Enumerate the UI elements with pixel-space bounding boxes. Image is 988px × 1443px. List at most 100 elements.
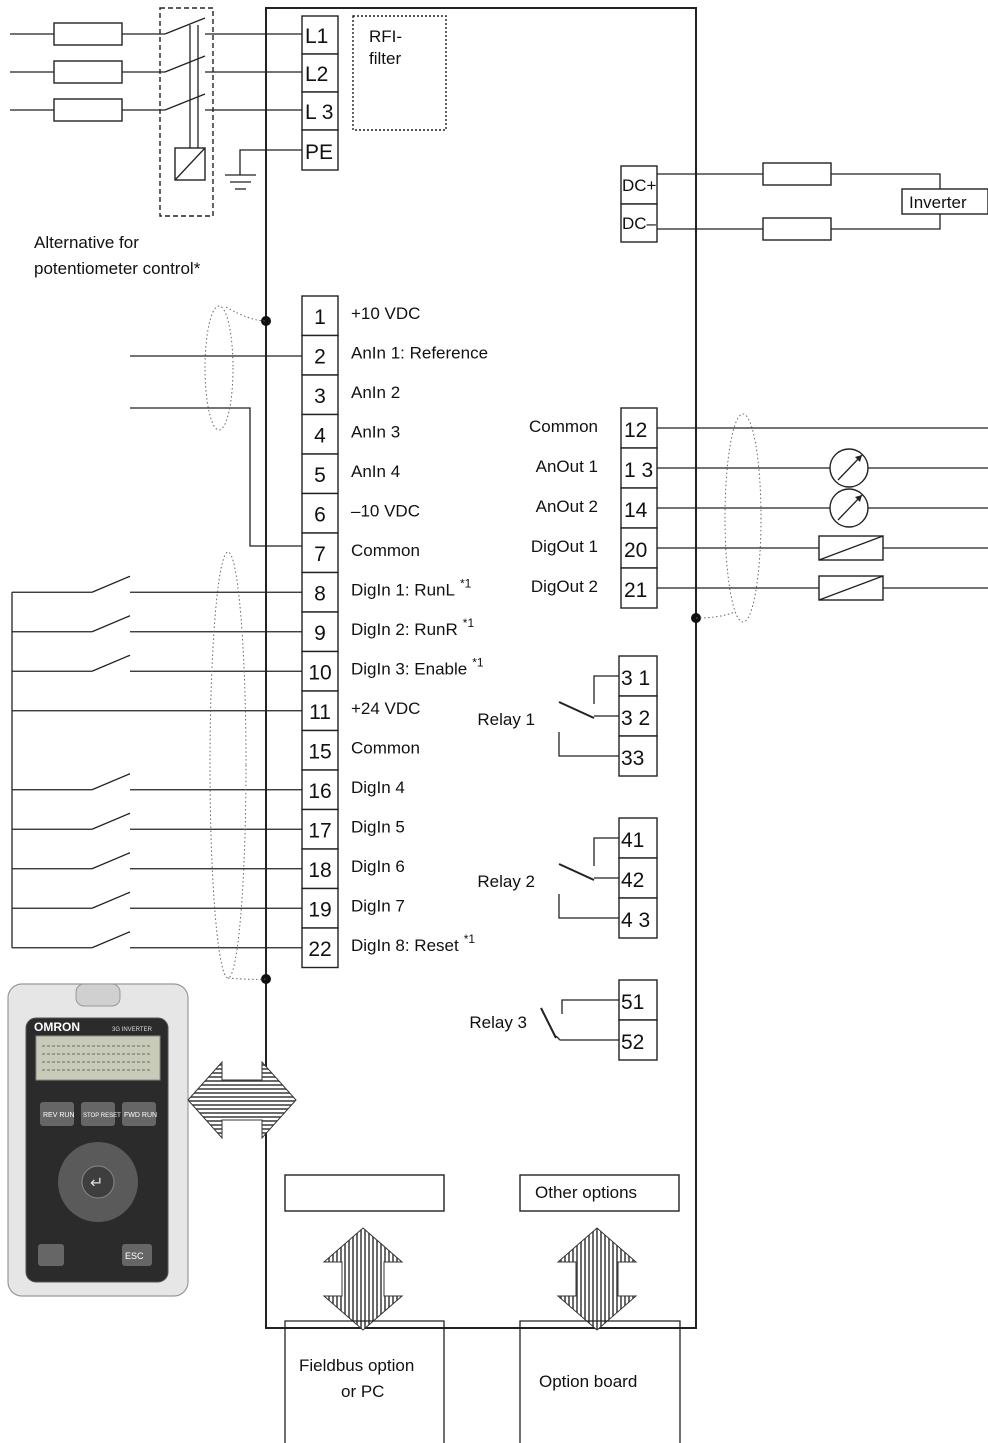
mains-supply [10,7,302,217]
terminal-pe: PE [305,141,333,164]
relay-label: Relay 3 [469,1013,527,1032]
terminal-label: AnIn 1: Reference [351,344,488,363]
relay-terminal: 52 [621,1031,644,1054]
keypad-esc: ESC [125,1251,144,1261]
terminal-label: AnIn 4 [351,462,400,481]
terminal-label: DigIn 7 [351,897,405,916]
terminal-label: DigIn 2: RunR*1 [351,616,474,639]
fieldbus-label-2: or PC [341,1382,384,1401]
terminal-label: AnOut 1 [536,457,598,476]
terminal-label: DigIn 4 [351,778,405,797]
svg-text:↵: ↵ [90,1175,103,1192]
terminal-number: 9 [314,622,326,645]
rfi-filter-label-2: filter [369,49,401,68]
terminal-label: Common [351,739,420,758]
terminal-number: 1 3 [624,459,653,482]
fieldbus-link-arrow [322,1227,404,1331]
relay-terminal: 3 2 [621,707,650,730]
terminal-dc-minus: DC– [622,214,657,233]
terminal-number: 3 [314,385,326,408]
terminal-number: 18 [308,859,331,882]
rfi-filter: RFI- filter [352,15,447,131]
terminal-21: 21 DigOut 2 [531,567,658,609]
digital-input-wiring [11,575,302,949]
switch-contact [91,773,131,791]
relay-label: Relay 2 [477,872,535,891]
relay-terminal: 4 3 [621,909,650,932]
fieldbus-label-1: Fieldbus option [299,1356,414,1375]
potentiometer-note-1: Alternative for [34,233,139,252]
inverter-label: Inverter [909,193,967,212]
potentiometer-note-2: potentiometer control* [34,259,201,278]
terminal-17: 17 DigIn 5 [301,808,405,850]
terminal-number: 6 [314,504,326,527]
terminal-2: 2 AnIn 1: Reference [301,334,488,376]
terminal-label: AnIn 2 [351,383,400,402]
digital-input-shield [209,551,247,979]
terminal-11: 11+24 VDC [301,690,420,732]
terminal-l3: L 3 [305,101,333,124]
option-board-link-arrow [556,1227,638,1331]
fieldbus-option-box [284,1320,445,1443]
switch-contact [91,812,131,830]
switch-contact [91,654,131,672]
terminal-label: DigOut 2 [531,577,598,596]
relay-terminal: 42 [621,869,644,892]
relay-terminal: 41 [621,829,644,852]
option-board-box [519,1320,681,1443]
switch-contact [91,575,131,593]
terminal-label: DigIn 3: Enable*1 [351,656,484,679]
terminal-number: 21 [624,579,647,602]
keypad-link-arrow [187,1060,297,1140]
terminal-number: 5 [314,464,326,487]
analog-output-wiring [657,413,988,623]
terminal-label: +24 VDC [351,699,420,718]
terminal-label: DigIn 8: Reset*1 [351,932,475,955]
other-options-slot [519,1174,680,1212]
terminal-label: Common [351,541,420,560]
supply-terminal-block: L1 L2 L 3 PE [301,15,339,171]
other-options-label: Other options [535,1183,637,1202]
terminal-13: 1 3 AnOut 1 [536,447,658,489]
terminal-number: 2 [314,346,326,369]
switch-contact [91,615,131,633]
keypad-stop-reset: STOP RESET [83,1113,121,1119]
terminal-l1: L1 [305,25,328,48]
fieldbus-slot [284,1174,445,1212]
terminal-number: 17 [308,820,331,843]
terminal-number: 16 [308,780,331,803]
switch-contact [91,852,131,870]
relay-3: 51 52 Relay 3 [469,979,658,1061]
relay-terminal: 3 1 [621,667,650,690]
keypad-rev-run: REV RUN [43,1112,75,1119]
terminal-9: 9 DigIn 2: RunR*1 [301,611,474,653]
keypad-model: 3G INVERTER [112,1027,153,1033]
terminal-l2: L2 [305,63,328,86]
rfi-filter-label-1: RFI- [369,27,402,46]
terminal-6: 6–10 VDC [301,492,420,534]
option-board-label: Option board [539,1372,637,1391]
terminal-18: 18 DigIn 6 [301,848,405,890]
terminal-label: Common [529,417,598,436]
terminal-label: DigIn 5 [351,818,405,837]
terminal-label: AnOut 2 [536,497,598,516]
terminal-3: 3 AnIn 2 [301,374,400,416]
switch-contact [91,891,131,909]
analog-input-wiring [130,305,302,547]
relay-terminal: 51 [621,991,644,1014]
terminal-number: 19 [308,899,331,922]
switch-contact [91,931,131,949]
terminal-label: DigIn 6 [351,857,405,876]
terminal-number: 4 [314,425,326,448]
terminal-5: 5 AnIn 4 [301,453,400,495]
